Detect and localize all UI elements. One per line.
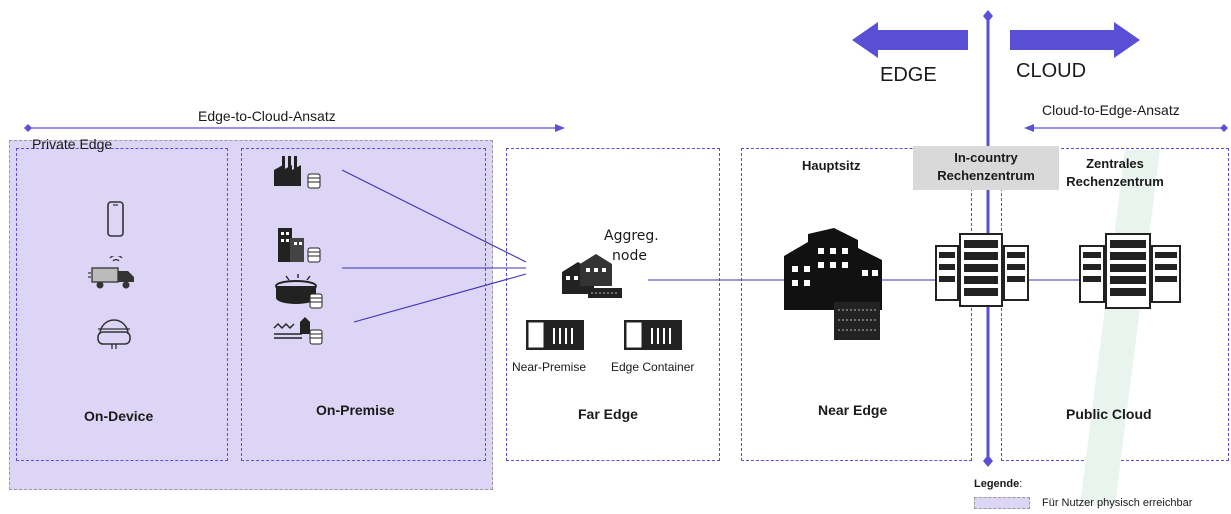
divider-bottom-marker (983, 455, 993, 467)
far-edge-label: Far Edge (578, 406, 638, 422)
on-device-label: On-Device (84, 408, 154, 424)
aggregation-node-icon (562, 254, 622, 298)
cloud-to-edge-label: Cloud-to-Edge-Ansatz (1042, 102, 1180, 118)
edge-label: EDGE (880, 64, 937, 86)
on-device-zone (16, 148, 228, 461)
legend-title: Legende (974, 478, 1020, 490)
private-edge-label: Private Edge (32, 136, 113, 152)
aggreg-node-label-2: node (612, 248, 647, 264)
edge-to-cloud-start-marker (24, 124, 32, 132)
smartphone-icon (107, 201, 124, 237)
physically-reachable-area (9, 140, 493, 490)
public-cloud-label: Public Cloud (1066, 406, 1152, 422)
vr-headset-icon (97, 319, 131, 349)
connection-factory (341, 169, 527, 263)
central-datacenter-icon (1079, 233, 1181, 309)
stadium-icon (275, 274, 323, 309)
legend-title-row: Legende: (974, 478, 1022, 490)
legend-item-label: Für Nutzer physisch erreichbar (1042, 497, 1193, 509)
edge-to-cloud-arrowhead (555, 124, 565, 132)
factory-icon (274, 156, 321, 189)
cloud-to-edge-end-marker (1220, 124, 1228, 132)
zentrales-label-1: Zentrales (1086, 156, 1144, 171)
legend-colon: : (1019, 478, 1023, 490)
near-premise-label: Near-Premise (512, 360, 587, 374)
farm-icon (273, 317, 323, 345)
container-icon-edge-container (624, 320, 682, 350)
delivery-truck-icon (88, 256, 134, 289)
office-building-icon (278, 228, 321, 263)
near-edge-label: Near Edge (818, 402, 888, 418)
edge-arrow (852, 22, 968, 58)
cloud-to-edge-arrowhead (1024, 124, 1034, 132)
legend-swatch (974, 497, 1030, 509)
in-country-label-1: In-country (954, 150, 1018, 165)
hauptsitz-label: Hauptsitz (802, 158, 861, 173)
watermark-stripe (1080, 150, 1160, 505)
edge-container-label: Edge Container (611, 360, 695, 374)
far-edge-zone (506, 148, 720, 461)
in-country-label-2: Rechenzentrum (937, 168, 1035, 183)
container-icon-near-premise (526, 320, 584, 350)
on-premise-label: On-Premise (316, 402, 395, 418)
cloud-label: CLOUD (1016, 60, 1087, 82)
edge-to-cloud-label: Edge-to-Cloud-Ansatz (198, 108, 336, 124)
zentrales-label-2: Rechenzentrum (1066, 174, 1164, 189)
divider-top-marker (983, 10, 993, 22)
in-country-datacenter-icon (935, 233, 1029, 307)
aggreg-node-label-1: Aggreg. (604, 228, 659, 244)
cloud-arrow (1010, 22, 1140, 58)
in-country-box (913, 146, 1059, 190)
on-premise-zone (241, 148, 486, 461)
connection-farm (353, 273, 527, 323)
headquarters-icon (784, 228, 882, 340)
